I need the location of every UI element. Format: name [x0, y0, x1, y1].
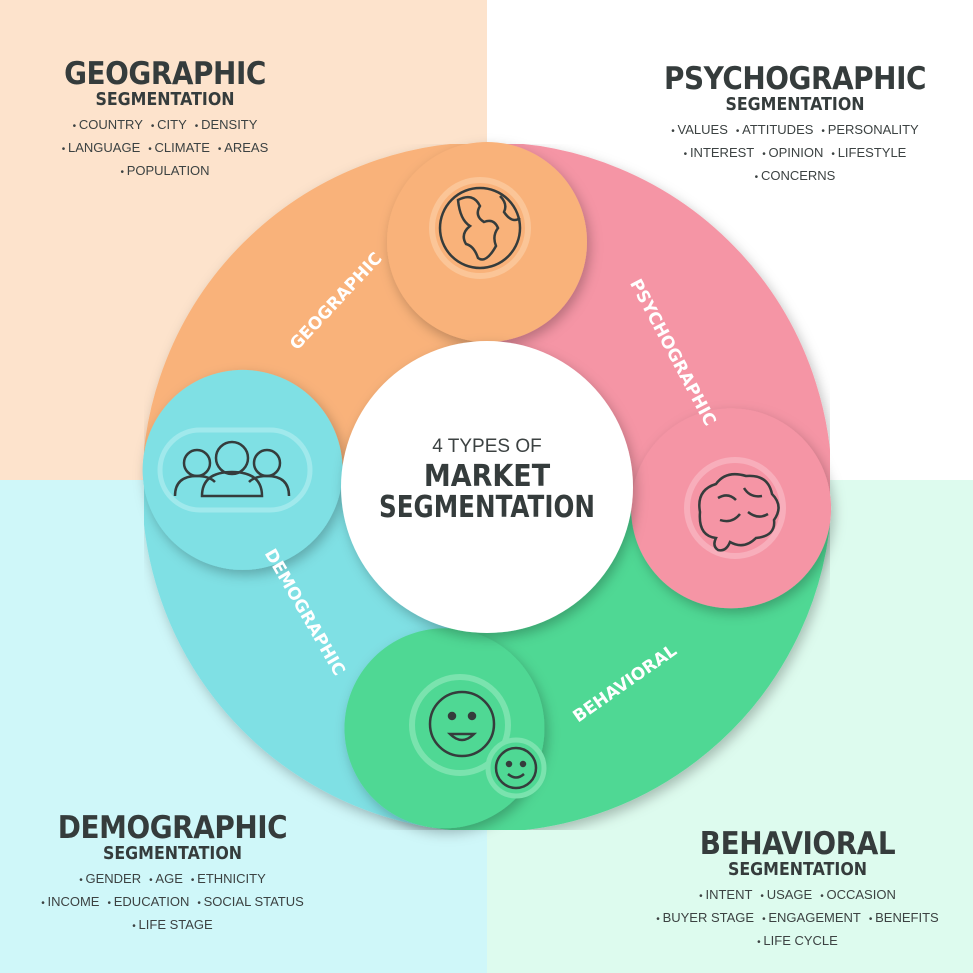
bullet-item: CLIMATE — [148, 140, 210, 155]
bullet-item: CITY — [151, 117, 187, 132]
bullet-item: LIFE CYCLE — [757, 933, 838, 948]
bullet-item: EDUCATION — [107, 894, 189, 909]
block-title: PSYCHOGRAPHIC — [663, 61, 927, 97]
block-items: GENDER AGE ETHNICITY INCOME EDUCATION SOCIAL … — [20, 868, 325, 937]
smiley-faces-icon — [409, 674, 547, 799]
block-title: DEMOGRAPHIC — [57, 810, 288, 846]
bullet-item: COUNTRY — [73, 117, 143, 132]
bullet-item: OCCASION — [820, 887, 896, 902]
bullet-item: AGE — [149, 871, 183, 886]
bullet-item: ENGAGEMENT — [762, 910, 861, 925]
geographic-block: GEOGRAPHIC SEGMENTATION COUNTRY CITY DENSI… — [20, 58, 310, 183]
block-title: GEOGRAPHIC — [64, 56, 266, 92]
behavioral-block: BEHAVIORAL SEGMENTATION INTENT USAGE OCCAS… — [640, 828, 955, 953]
bullet-item: INTEREST — [684, 145, 755, 160]
bullet-item: OPINION — [762, 145, 823, 160]
block-items: VALUES ATTITUDES PERSONALITY INTEREST OPINIO… — [630, 119, 960, 188]
item-row: INTEREST OPINION LIFESTYLE — [630, 142, 960, 165]
bullet-item: VALUES — [671, 122, 728, 137]
bullet-item: LIFESTYLE — [831, 145, 906, 160]
bullet-item: AREAS — [218, 140, 268, 155]
item-row: INCOME EDUCATION SOCIAL STATUS — [20, 891, 325, 914]
block-title: BEHAVIORAL — [699, 826, 896, 862]
bullet-item: GENDER — [79, 871, 141, 886]
block-subtitle: SEGMENTATION — [725, 94, 865, 115]
people-group-icon — [157, 427, 313, 513]
block-items: COUNTRY CITY DENSITY LANGUAGE CLIMATE AREAS PO… — [20, 114, 310, 183]
globe-icon — [429, 177, 531, 279]
center-title-market: MARKET — [424, 459, 551, 494]
center-subtitle: 4 TYPES OF — [432, 436, 541, 457]
block-subtitle: SEGMENTATION — [102, 843, 243, 864]
bullet-item: ETHNICITY — [191, 871, 266, 886]
bullet-item: ATTITUDES — [736, 122, 814, 137]
bullet-item: INTENT — [699, 887, 752, 902]
bullet-item: BUYER STAGE — [656, 910, 754, 925]
item-row: BUYER STAGE ENGAGEMENT BENEFITS — [640, 907, 955, 930]
item-row: LIFE STAGE — [20, 914, 325, 937]
item-row: GENDER AGE ETHNICITY — [20, 868, 325, 891]
center-title-segmentation: SEGMENTATION — [379, 491, 595, 525]
item-row: INTENT USAGE OCCASION — [640, 884, 955, 907]
block-subtitle: SEGMENTATION — [727, 859, 868, 880]
item-row: VALUES ATTITUDES PERSONALITY — [630, 119, 960, 142]
bullet-item: DENSITY — [195, 117, 258, 132]
bullet-item: LIFE STAGE — [132, 917, 212, 932]
center-circle — [341, 341, 633, 633]
bullet-item: LANGUAGE — [62, 140, 141, 155]
bullet-item: INCOME — [41, 894, 99, 909]
bullet-item: PERSONALITY — [821, 122, 918, 137]
bullet-item: USAGE — [760, 887, 812, 902]
item-row: POPULATION — [20, 160, 310, 183]
bullet-item: BENEFITS — [869, 910, 939, 925]
brain-icon — [684, 457, 786, 559]
bullet-item: SOCIAL STATUS — [197, 894, 303, 909]
block-subtitle: SEGMENTATION — [95, 89, 235, 110]
item-row: LANGUAGE CLIMATE AREAS — [20, 137, 310, 160]
item-row: CONCERNS — [630, 165, 960, 188]
item-row: LIFE CYCLE — [640, 930, 955, 953]
psychographic-block: PSYCHOGRAPHIC SEGMENTATION VALUES ATTITUD… — [630, 63, 960, 188]
demographic-block: DEMOGRAPHIC SEGMENTATION GENDER AGE ETHNIC… — [20, 812, 325, 937]
block-items: INTENT USAGE OCCASION BUYER STAGE ENGAGEMENT… — [640, 884, 955, 953]
bullet-item: POPULATION — [120, 163, 209, 178]
item-row: COUNTRY CITY DENSITY — [20, 114, 310, 137]
bullet-item: CONCERNS — [755, 168, 836, 183]
